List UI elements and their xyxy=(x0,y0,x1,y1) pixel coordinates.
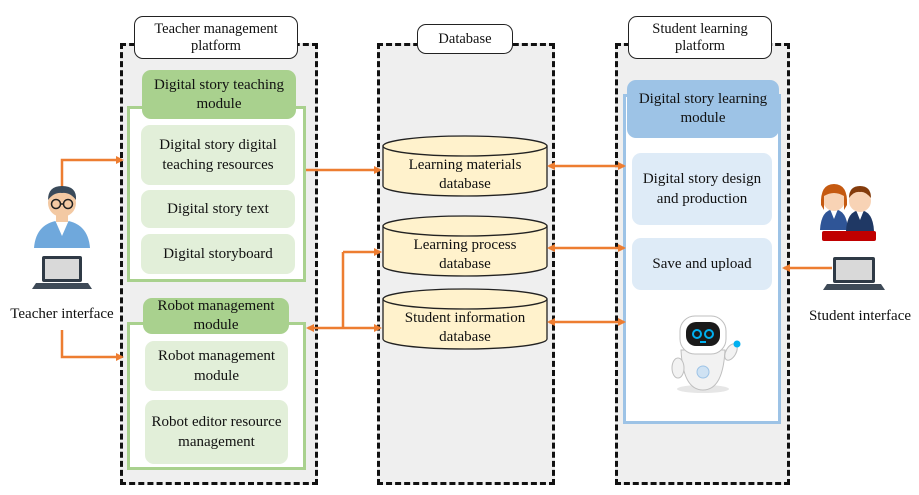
student-interface-label: Student interface xyxy=(808,308,912,324)
learning-materials-db-label: Learning materials database xyxy=(408,157,522,192)
learning-process-db-label: Learning process database xyxy=(413,237,517,272)
storyboard-item: Digital storyboard xyxy=(141,234,295,274)
students-icon xyxy=(820,184,876,241)
save-upload-item: Save and upload xyxy=(632,238,772,290)
database-title: Database xyxy=(417,24,513,54)
story-teaching-header: Digital story teaching module xyxy=(142,70,296,119)
teacher-interface-label: Teacher interface xyxy=(10,306,114,322)
learning-process-db xyxy=(382,215,548,277)
student-laptop-icon xyxy=(823,257,885,290)
student-platform-title: Student learning platform xyxy=(628,16,772,59)
story-resources-item: Digital story digital teaching resources xyxy=(141,125,295,185)
bracket-process-student-db xyxy=(341,252,380,328)
arrow-teacher-to-robot xyxy=(60,330,124,361)
robot-icon xyxy=(671,315,741,393)
learning-materials-db xyxy=(382,135,548,197)
arrow-teacher-to-story xyxy=(60,156,124,195)
student-module-header: Digital story learning module xyxy=(627,80,779,138)
student-information-db-label: Student information database xyxy=(404,310,526,345)
teacher-laptop-icon xyxy=(32,256,92,289)
story-text-item: Digital story text xyxy=(141,190,295,228)
teacher-icon xyxy=(34,186,90,248)
robot-management-item: Robot management module xyxy=(145,341,288,391)
robot-management-header: Robot management module xyxy=(143,298,289,334)
robot-editor-item: Robot editor resource management xyxy=(145,400,288,464)
teacher-platform-title: Teacher management platform xyxy=(134,16,298,59)
story-design-item: Digital story design and production xyxy=(632,153,772,225)
student-information-db xyxy=(382,288,548,350)
